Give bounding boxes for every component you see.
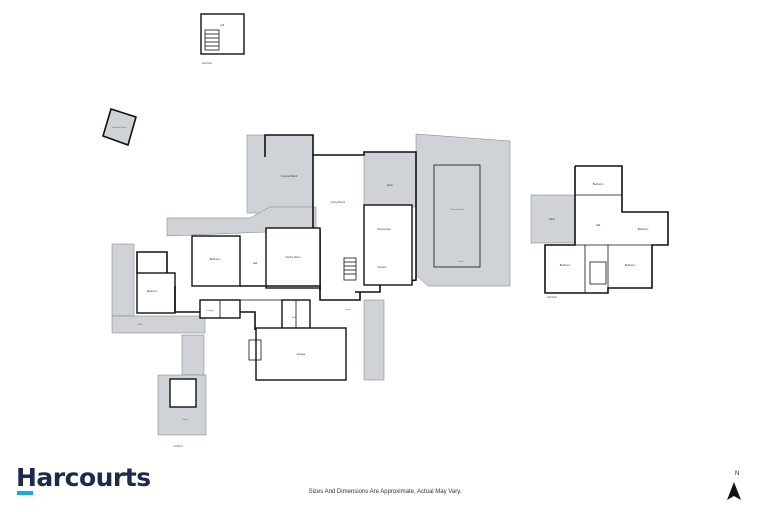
family-room bbox=[265, 227, 321, 289]
north-arrow-icon bbox=[727, 482, 741, 500]
lower-room bbox=[169, 378, 197, 408]
balcony-label: Deck bbox=[549, 217, 556, 221]
walkway bbox=[181, 334, 205, 376]
kitchen-room bbox=[363, 204, 413, 286]
bedroom-lower-label: Bedroom bbox=[560, 263, 571, 267]
bedroom-right-label: Bedroom bbox=[638, 227, 649, 231]
laundry-label: Laundry bbox=[206, 309, 215, 312]
loft-floor-label: 2nd Floor bbox=[202, 62, 212, 65]
upper-deck bbox=[530, 194, 576, 244]
covered-deck-top bbox=[246, 134, 314, 214]
dining-area-label: Dining Area bbox=[377, 227, 391, 231]
bedroom-left-label: Bedroom bbox=[147, 289, 158, 293]
foyer-label: Foyer bbox=[345, 308, 351, 311]
kitchen-label: Kitchen bbox=[378, 265, 387, 269]
disclaimer-text: Sizes And Dimensions Are Approximate, Ac… bbox=[308, 489, 462, 495]
covered-patio-label: Covered Patio bbox=[450, 208, 465, 211]
patio-label: Patio bbox=[138, 323, 144, 326]
deck-label: Deck bbox=[459, 261, 465, 263]
north-label: N bbox=[735, 471, 740, 477]
loft-plan: Loft 2nd Floor bbox=[200, 13, 245, 65]
bedroom-left bbox=[136, 272, 176, 314]
loft-label: Loft bbox=[220, 23, 225, 27]
lower-deck-label: Deck bbox=[183, 419, 189, 421]
right-walk bbox=[363, 299, 385, 381]
bedroom-upper-label: Bedroom bbox=[593, 182, 604, 186]
second-floor-label: 2nd Floor bbox=[547, 296, 557, 299]
main-floor: Covered Patio Deck Covered bbox=[111, 133, 511, 448]
first-floor-label: 1st Floor bbox=[173, 445, 183, 448]
stairs bbox=[343, 257, 357, 281]
bedroom-room bbox=[191, 235, 241, 287]
covered-porch-label: Covered Porch bbox=[112, 126, 127, 129]
bath-label: Bath bbox=[292, 316, 297, 319]
hall-upper-label: Hall bbox=[596, 223, 601, 227]
pool bbox=[433, 164, 481, 268]
living-room-label: Living Room bbox=[331, 200, 345, 204]
hall-label: Hall bbox=[253, 261, 258, 265]
covered-deck-label: Covered Deck bbox=[281, 174, 298, 178]
deck-upper-right bbox=[363, 151, 417, 208]
second-floor: Bedroom Deck Hall Bedroom Bedroom Bedroo… bbox=[530, 165, 669, 299]
garage-room bbox=[255, 327, 347, 381]
garage-label: Garage bbox=[297, 352, 306, 356]
side-deck bbox=[111, 243, 135, 317]
logo-accent-bar bbox=[17, 491, 33, 495]
detached-porch: Covered Porch bbox=[102, 107, 137, 147]
patio-left bbox=[111, 315, 206, 334]
bedroom-label: Bedroom bbox=[210, 257, 221, 261]
bedroom-corner-label: Bedroom bbox=[625, 263, 636, 267]
harcourts-logo: Harcourts bbox=[16, 463, 151, 492]
family-room-label: Family Room bbox=[285, 255, 300, 259]
deck-upper-label: Deck bbox=[387, 183, 394, 187]
